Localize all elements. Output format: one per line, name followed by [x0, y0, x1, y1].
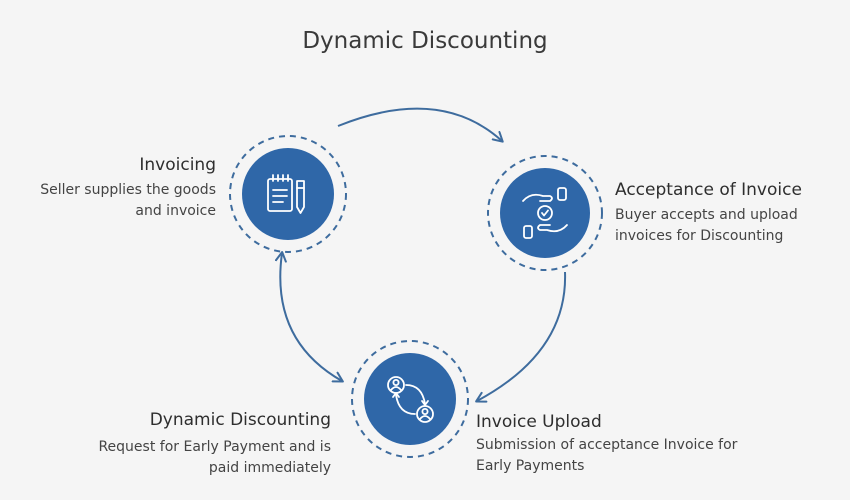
- arrow-upload-invoicing-bidirectional: [274, 251, 344, 383]
- invoice-upload-description: Submission of acceptance Invoice for Ear…: [476, 435, 737, 477]
- invoicing-description-line-1: Seller supplies the goods: [40, 182, 216, 198]
- arrow-acceptance-to-upload: [475, 271, 567, 403]
- invoice-upload-description-line-2: Early Payments: [476, 458, 585, 474]
- node-acceptance: [487, 155, 603, 271]
- acceptance-heading: Acceptance of Invoice: [615, 180, 802, 200]
- dynamic-discounting-description-line-2: paid immediately: [208, 460, 331, 476]
- dashed-ring: [229, 135, 347, 253]
- users-exchange-icon: [387, 376, 434, 423]
- arrow-invoicing-to-acceptance: [337, 107, 504, 143]
- hands-exchange-icon: [522, 187, 568, 239]
- dynamic-discounting-heading: Dynamic Discounting: [149, 410, 331, 430]
- acceptance-description-line-2: invoices for Discounting: [615, 228, 784, 244]
- dynamic-discounting-description: Request for Early Payment and is paid im…: [98, 437, 331, 479]
- page-title: Dynamic Discounting: [302, 28, 548, 54]
- node-invoice-upload: [351, 340, 469, 458]
- invoicing-description: Seller supplies the goods and invoice: [40, 180, 216, 222]
- acceptance-description-line-1: Buyer accepts and upload: [615, 207, 798, 223]
- invoicing-description-line-2: and invoice: [135, 203, 216, 219]
- invoice-upload-heading: Invoice Upload: [476, 412, 602, 432]
- acceptance-description: Buyer accepts and upload invoices for Di…: [615, 205, 798, 247]
- node-circle: [242, 148, 334, 240]
- invoice-pen-icon: [267, 174, 305, 214]
- node-invoicing: [229, 135, 347, 253]
- invoicing-heading: Invoicing: [139, 155, 216, 175]
- dashed-ring: [487, 155, 603, 271]
- dynamic-discounting-description-line-1: Request for Early Payment and is: [98, 439, 331, 455]
- node-circle: [364, 353, 456, 445]
- dashed-ring: [351, 340, 469, 458]
- invoice-upload-description-line-1: Submission of acceptance Invoice for: [476, 437, 738, 453]
